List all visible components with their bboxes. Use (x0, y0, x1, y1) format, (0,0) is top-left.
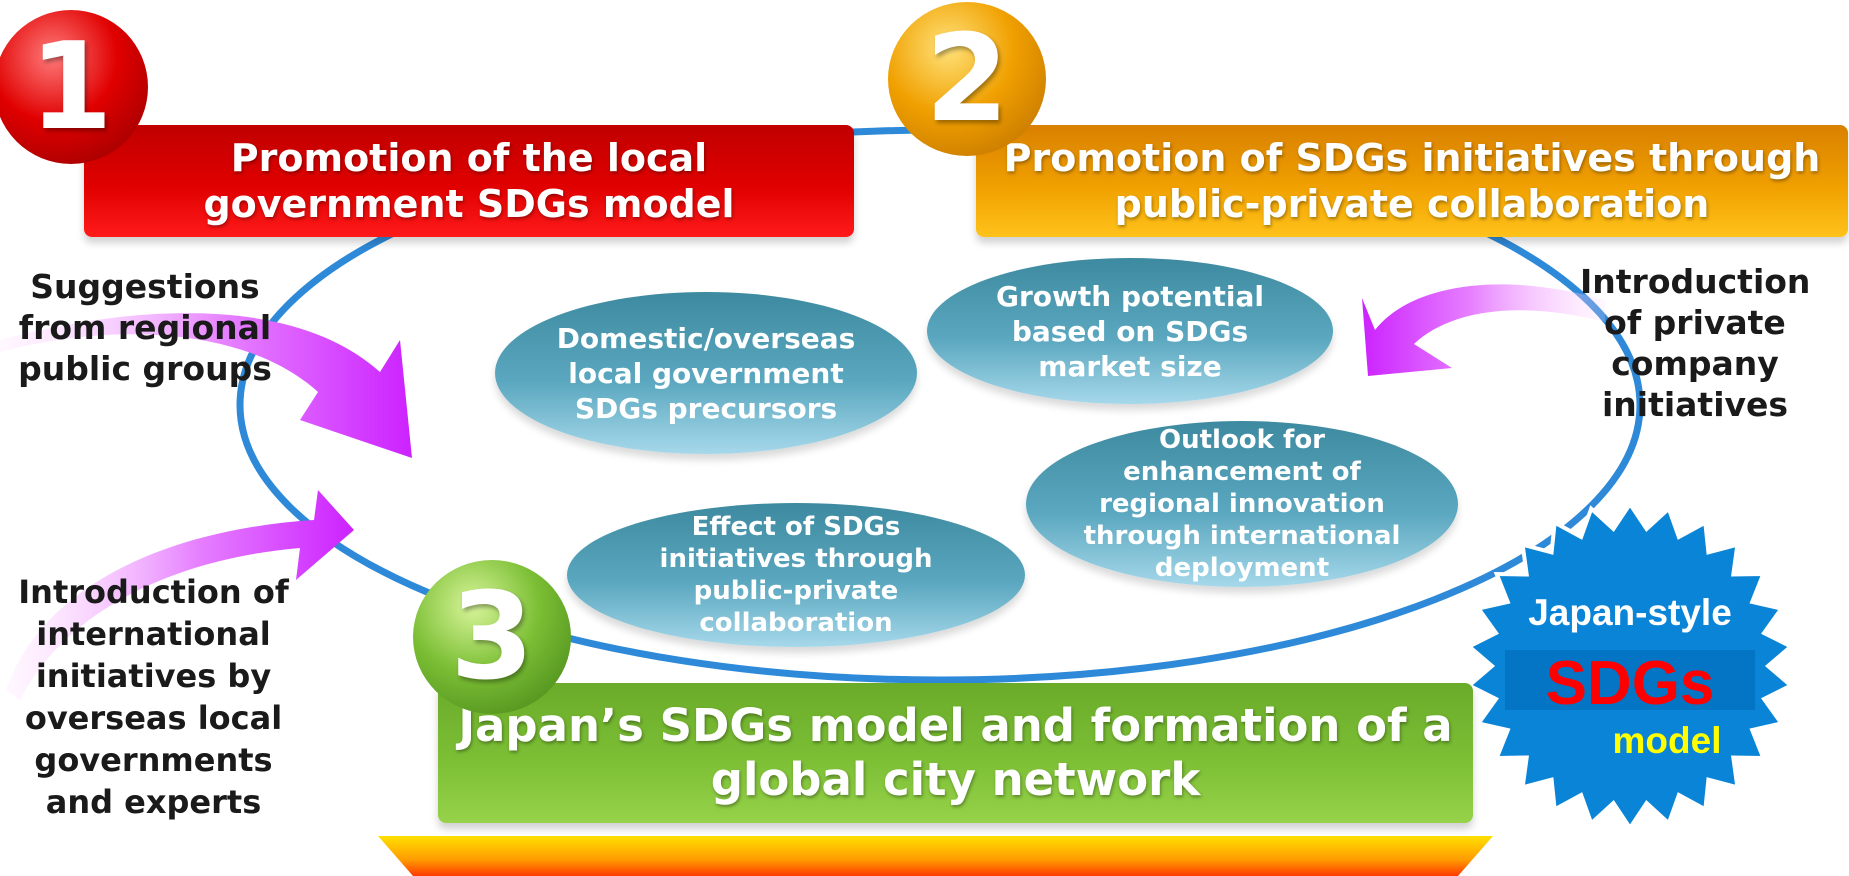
label-r-line-1: Introduction (1580, 262, 1811, 301)
ellipse-domestic-overseas-precursors: Domestic/overseas local government SDGs … (495, 292, 917, 454)
label-bl-line-3: initiatives by (35, 657, 272, 695)
ellipse-outlook-regional-innovation: Outlook for enhancement of regional inno… (1026, 421, 1458, 587)
number-badge-3: 3 (413, 560, 571, 714)
banner-public-private-collaboration: Promotion of SDGs initiatives through pu… (976, 125, 1848, 237)
number-badge-2: 2 (888, 2, 1046, 156)
label-suggestions-regional-groups: Suggestions from regional public groups (6, 266, 284, 389)
number-badge-1: 1 (0, 10, 148, 164)
label-bl-line-1: Introduction of (18, 573, 289, 611)
banner-2-line-1: Promotion of SDGs initiatives through (1003, 136, 1821, 180)
label-international-initiatives: Introduction of international initiative… (6, 571, 301, 823)
ellipse-outlook-line-1: Outlook for (1158, 425, 1326, 455)
ellipse-outlook-line-5: deployment (1154, 553, 1330, 583)
ellipse-growth-line-1: Growth potential (995, 279, 1265, 313)
ellipse-effect-of-initiatives: Effect of SDGs initiatives through publi… (567, 503, 1025, 647)
banner-global-city-network: Japan’s SDGs model and formation of a gl… (438, 683, 1473, 823)
arrow-regional-groups (0, 313, 412, 458)
ellipse-effect-line-1: Effect of SDGs (691, 512, 901, 542)
ellipse-growth-line-3: market size (1038, 349, 1222, 383)
ellipse-outlook-line-2: enhancement of (1123, 457, 1361, 487)
bottom-gradient-bar (378, 836, 1493, 876)
label-private-company-initiatives: Introduction of private company initiati… (1580, 261, 1810, 425)
badge-band (1505, 650, 1755, 710)
ellipse-domestic-line-3: SDGs precursors (574, 391, 838, 425)
label-r-line-4: initiatives (1601, 385, 1789, 424)
label-bl-line-6: and experts (45, 783, 262, 821)
badge-line-model: model (1612, 720, 1722, 761)
banner-1-line-1: Promotion of the local (230, 136, 708, 180)
ellipse-effect-line-3: public-private (693, 576, 899, 606)
banner-3-line-1: Japan’s SDGs model and formation of a (458, 699, 1453, 752)
badge-line-sdgs: SDGs (1545, 649, 1715, 718)
label-bl-line-4: overseas local (24, 699, 283, 737)
banner-3-line-2: global city network (710, 753, 1201, 806)
banner-local-government-model: Promotion of the local government SDGs m… (84, 125, 854, 237)
label-tl-line-3: public groups (18, 349, 272, 388)
banner-1-line-2: government SDGs model (203, 182, 735, 226)
label-r-line-3: company (1611, 344, 1779, 383)
label-tl-line-2: from regional (18, 308, 272, 347)
arrow-private-company-body (1362, 284, 1605, 376)
label-r-line-2: of private (1604, 303, 1786, 342)
ellipse-outlook-line-4: through international (1083, 521, 1401, 551)
label-tl-line-1: Suggestions (30, 267, 260, 306)
ellipse-domestic-line-1: Domestic/overseas (556, 321, 856, 355)
ellipse-domestic-line-2: local government (568, 356, 844, 390)
ellipse-growth-potential: Growth potential based on SDGs market si… (927, 258, 1333, 404)
ellipse-outlook-line-3: regional innovation (1099, 489, 1385, 519)
label-bl-line-5: governments (34, 741, 273, 779)
arrow-international (6, 490, 354, 700)
banner-2-line-2: public-private collaboration (1114, 182, 1710, 226)
ellipse-growth-line-2: based on SDGs (1011, 314, 1249, 348)
label-bl-line-2: international (36, 615, 271, 653)
badge-line-japan-style: Japan-style (1528, 592, 1732, 633)
ellipse-effect-line-2: initiatives through (659, 544, 933, 574)
ellipse-effect-line-4: collaboration (699, 608, 893, 638)
